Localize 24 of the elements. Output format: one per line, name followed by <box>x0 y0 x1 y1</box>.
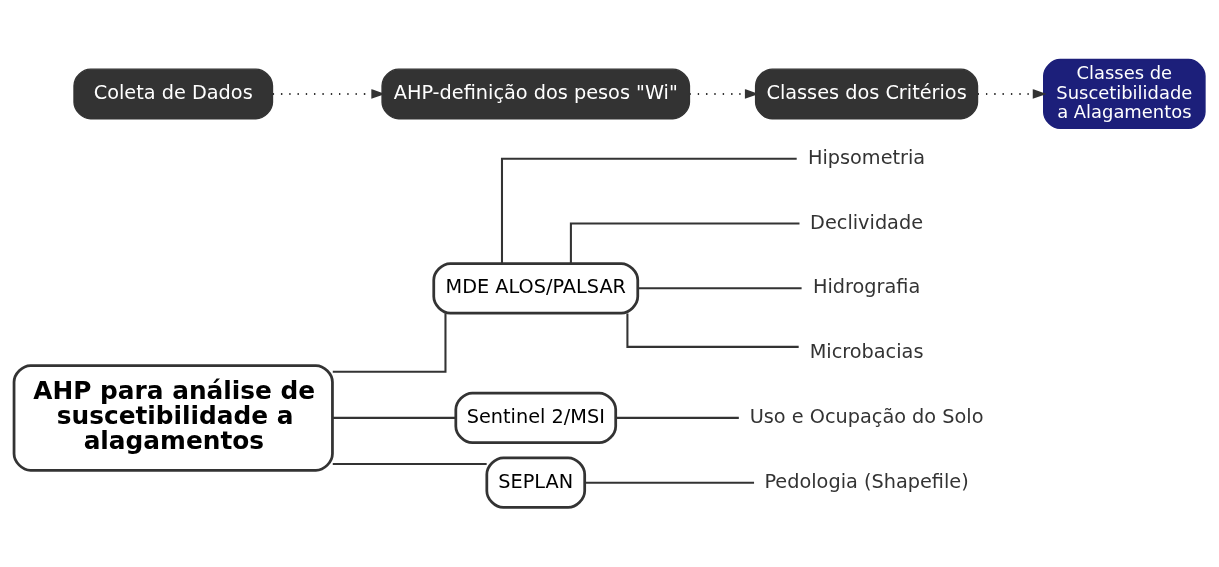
connector <box>569 222 800 264</box>
node-text: Hidrografia <box>812 275 921 299</box>
node-box: Sentinel 2/MSI <box>454 391 618 445</box>
connector <box>500 157 797 264</box>
connector <box>584 481 755 484</box>
node-box: AHP para análise de suscetibilidade a alagamentos <box>12 364 334 472</box>
node-box: AHP-definição dos pesos "Wi" <box>381 68 691 120</box>
node-box: MDE ALOS/PALSAR <box>432 262 640 315</box>
connector <box>615 416 739 419</box>
node-text: Microbacias <box>809 340 924 364</box>
node-text: Pedologia (Shapefile) <box>764 469 969 493</box>
connector <box>332 416 456 419</box>
node-text: Uso e Ocupação do Solo <box>749 404 984 428</box>
connector <box>332 463 487 466</box>
connector <box>332 313 447 373</box>
arrow <box>977 89 1047 99</box>
connector <box>626 313 799 348</box>
connector <box>638 287 802 290</box>
node-text: Declividade <box>810 210 924 234</box>
node-box: Classes de Suscetibilidade a Alagamentos <box>1043 58 1206 130</box>
node-box: SEPLAN <box>485 456 587 509</box>
node-box: Classes dos Critérios <box>754 68 979 120</box>
node-box: Coleta de Dados <box>73 68 274 120</box>
node-text: Hipsometria <box>807 145 926 169</box>
